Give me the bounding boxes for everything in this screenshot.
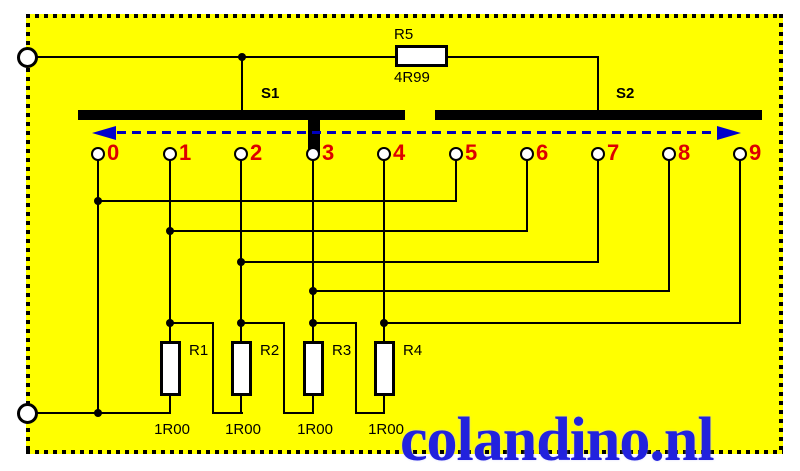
junction-dot xyxy=(237,258,245,266)
wire-segment xyxy=(240,392,242,414)
terminal-number: 9 xyxy=(749,140,762,165)
wire-segment xyxy=(739,159,741,324)
wire-segment xyxy=(355,412,385,414)
dotted-border-bottom xyxy=(26,450,783,454)
terminal-pin xyxy=(662,147,676,161)
resistor-body xyxy=(231,341,252,396)
wiper-contact-stub xyxy=(308,120,320,153)
resistor-body xyxy=(374,341,395,396)
wire-segment xyxy=(597,159,599,263)
terminal-number: 1 xyxy=(179,140,192,165)
wire-segment xyxy=(455,159,457,202)
resistor-name: R3 xyxy=(332,342,352,359)
switch-s1-label: S1 xyxy=(261,85,280,102)
junction-dot xyxy=(166,319,174,327)
wire-segment xyxy=(383,159,385,342)
slide-bar-s2 xyxy=(435,110,762,120)
wire-segment xyxy=(169,159,171,342)
wire-segment xyxy=(212,412,243,414)
slide-travel-dashed-line xyxy=(117,131,717,134)
dotted-border-right xyxy=(779,14,783,454)
wire-segment xyxy=(240,261,599,263)
resistor-value: 1R00 xyxy=(368,421,404,438)
wire-segment xyxy=(312,392,314,414)
junction-dot xyxy=(94,409,102,417)
resistor-r5-body xyxy=(395,45,448,67)
wire-segment xyxy=(27,56,598,58)
input-terminal-top xyxy=(17,47,38,68)
terminal-number: 2 xyxy=(250,140,263,165)
terminal-pin xyxy=(91,147,105,161)
wire-segment xyxy=(169,230,528,232)
terminal-pin xyxy=(234,147,248,161)
wire-segment xyxy=(169,322,214,324)
wire-segment xyxy=(597,56,599,112)
wire-segment xyxy=(241,56,243,112)
terminal-pin xyxy=(306,147,320,161)
terminal-pin xyxy=(163,147,177,161)
watermark: colandino.nl xyxy=(400,406,715,471)
dotted-border-left xyxy=(26,14,30,454)
wire-segment xyxy=(283,412,314,414)
wire-segment xyxy=(212,322,214,414)
resistor-name: R4 xyxy=(403,342,423,359)
resistor-body xyxy=(303,341,324,396)
resistor-r5-value: 4R99 xyxy=(394,69,430,86)
wire-segment xyxy=(97,159,99,414)
junction-dot xyxy=(309,287,317,295)
terminal-number: 4 xyxy=(393,140,406,165)
resistor-value: 1R00 xyxy=(154,421,190,438)
wire-segment xyxy=(283,322,285,414)
arrow-left-icon xyxy=(92,126,116,140)
wire-segment xyxy=(240,159,242,342)
terminal-pin xyxy=(520,147,534,161)
junction-dot xyxy=(237,319,245,327)
resistor-body xyxy=(160,341,181,396)
diagram-panel xyxy=(26,14,783,454)
terminal-pin xyxy=(591,147,605,161)
terminal-number: 3 xyxy=(322,140,335,165)
wire-segment xyxy=(312,322,357,324)
slide-bar-s1 xyxy=(78,110,405,120)
resistor-name: R1 xyxy=(189,342,209,359)
wire-segment xyxy=(312,159,314,342)
input-terminal-bottom xyxy=(17,403,38,424)
resistor-value: 1R00 xyxy=(225,421,261,438)
resistor-name: R2 xyxy=(260,342,280,359)
arrow-right-icon xyxy=(717,126,741,140)
terminal-number: 0 xyxy=(107,140,120,165)
terminal-pin xyxy=(377,147,391,161)
switch-s2-label: S2 xyxy=(616,85,635,102)
wire-segment xyxy=(240,322,285,324)
wire-segment xyxy=(526,159,528,232)
terminal-number: 6 xyxy=(536,140,549,165)
terminal-number: 5 xyxy=(465,140,478,165)
wire-segment xyxy=(169,392,171,414)
terminal-number: 7 xyxy=(607,140,620,165)
junction-dot xyxy=(309,319,317,327)
wire-segment xyxy=(668,159,670,292)
junction-dot xyxy=(238,53,246,61)
terminal-pin xyxy=(733,147,747,161)
junction-dot xyxy=(94,197,102,205)
wire-segment xyxy=(97,200,457,202)
resistor-value: 1R00 xyxy=(297,421,333,438)
dotted-border-top xyxy=(26,14,783,18)
resistor-r5-name: R5 xyxy=(394,26,414,43)
junction-dot xyxy=(380,319,388,327)
junction-dot xyxy=(166,227,174,235)
wire-segment xyxy=(312,290,670,292)
terminal-pin xyxy=(449,147,463,161)
wire-segment xyxy=(383,392,385,414)
terminal-number: 8 xyxy=(678,140,691,165)
wire-segment xyxy=(355,322,357,414)
wire-segment xyxy=(383,322,741,324)
